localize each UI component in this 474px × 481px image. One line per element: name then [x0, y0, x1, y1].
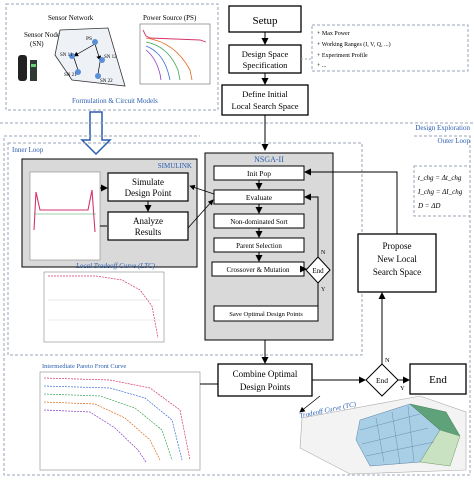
spec-item-more: + ... — [317, 63, 327, 69]
tradeoff-surface-plot — [299, 395, 467, 475]
save-optimal-box — [213, 305, 319, 322]
intermediate-label: Intermediate Pareto Front Curve — [42, 363, 126, 370]
design-space-label-1: Design Space — [242, 49, 289, 59]
combine-label-1: Combine Optimal — [233, 369, 298, 379]
propose-box — [357, 233, 437, 293]
setup-label: Setup — [252, 15, 278, 27]
outer-y-label: Y — [400, 385, 405, 392]
inner-y-label: Y — [321, 287, 326, 293]
define-search-box — [221, 84, 309, 116]
simulink-plot — [29, 171, 101, 261]
outer-n-label: N — [385, 357, 390, 364]
crossover-label: Crossover & Mutation — [227, 266, 290, 274]
sensor-node-label: Sensor Node — [24, 31, 60, 39]
spec-item-experiment-profile: + Experiment Profile — [317, 52, 368, 59]
outer-end-decision — [365, 363, 399, 397]
propose-label-3: Search Space — [373, 267, 421, 277]
ltc-plot — [43, 271, 165, 343]
inner-n-label: N — [321, 250, 326, 256]
analyze-label-2: Results — [135, 227, 162, 237]
equations-frame — [413, 165, 471, 217]
end-final-label: End — [429, 374, 447, 386]
inner-end-label: End — [312, 267, 324, 275]
equation-d: D = ΔD — [417, 202, 440, 210]
propose-label-2: New Local — [377, 254, 417, 264]
design-space-label-2: Specification — [243, 60, 289, 70]
simulate-label-2: Design Point — [125, 188, 172, 198]
inner-loop-label: Inner Loop — [12, 146, 44, 154]
combine-label-2: Design Points — [240, 382, 291, 392]
sensor-network-label: Sensor Network — [48, 14, 94, 22]
nsga-title: NSGA-II — [254, 155, 284, 164]
evaluate-label: Evaluate — [246, 193, 273, 202]
init-pop-label: Init Pop — [247, 169, 271, 178]
simulate-label-1: Simulate — [132, 177, 164, 187]
outer-loop-frame — [3, 135, 471, 476]
analyze-box — [107, 211, 189, 241]
simulink-label: SIMULINK — [158, 162, 192, 170]
simulate-box — [107, 172, 189, 202]
define-label-2: Local Search Space — [231, 101, 298, 111]
spec-item-max-power: + Max Power — [317, 31, 350, 37]
design-exploration-label: Design Exploration — [415, 124, 470, 132]
battery-icon — [18, 55, 37, 81]
nondominated-label: Non-dominated Sort — [230, 218, 287, 226]
sensor-node-abbrev: (SN) — [30, 40, 44, 48]
analyze-label-1: Analyze — [133, 216, 163, 226]
parent-selection-label: Parent Selection — [236, 242, 282, 250]
spec-list-frame — [311, 24, 469, 72]
ltc-label: Local Tradeoff Curve (LTC) — [75, 262, 156, 270]
equation-ichg: I_chg = ΔI_chg — [417, 188, 463, 196]
propose-label-1: Propose — [383, 241, 412, 251]
sensor-network-graph — [54, 27, 126, 87]
combine-box — [217, 363, 313, 397]
top-panel-frame — [5, 3, 219, 111]
sn12-node-label: SN 12 — [104, 55, 117, 60]
spec-item-working-ranges: + Working Ranges (I, V, Q, ...) — [317, 41, 391, 48]
power-source-label: Power Source (PS) — [143, 14, 197, 22]
formulation-label: Formulation & Circuit Models — [72, 97, 158, 105]
outer-loop-label: Outer Loop — [438, 137, 471, 145]
power-source-plot — [139, 23, 211, 85]
sn11-node-label: SN 11 — [60, 53, 73, 58]
equation-tchg: t_chg = Δt_chg — [418, 174, 462, 182]
end-box — [409, 363, 467, 395]
sn22-node-label: SN 22 — [100, 79, 113, 84]
save-optimal-label: Save Optimal Design Points — [229, 311, 303, 318]
design-space-box — [228, 44, 302, 74]
formulation-arrow-icon — [80, 111, 112, 156]
define-label-1: Define Initial — [242, 89, 288, 99]
intermediate-pareto-plot — [39, 371, 201, 471]
outer-end-label: End — [376, 376, 388, 385]
ps-node-label: PS — [86, 36, 92, 42]
sn21-node-label: SN 21 — [64, 73, 77, 78]
